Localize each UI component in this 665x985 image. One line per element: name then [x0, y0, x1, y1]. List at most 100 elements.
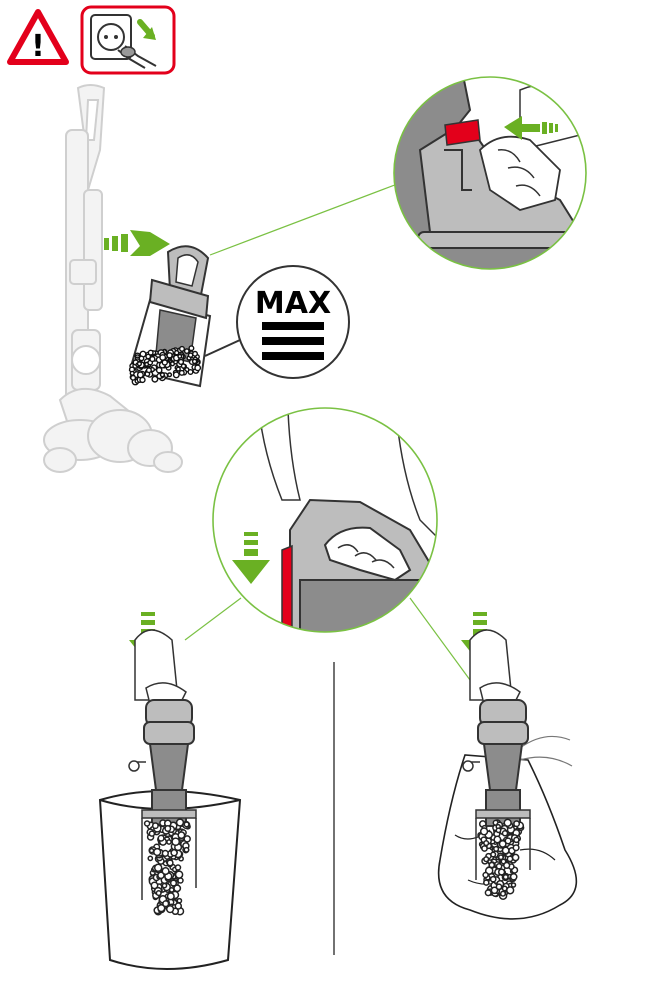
debris-particle [502, 873, 509, 881]
debris-particle [482, 871, 489, 879]
debris-particle [479, 827, 489, 836]
debris-particle [149, 356, 156, 363]
debris-particle [145, 353, 152, 360]
debris-particle [145, 367, 152, 374]
ghost-vacuum-outline [43, 84, 183, 473]
debris-particle [153, 847, 162, 857]
debris-particle [499, 890, 507, 897]
debris-particle [509, 872, 518, 881]
debris-particle [130, 374, 137, 381]
debris-particle [503, 861, 511, 870]
detached-bin [128, 245, 212, 388]
debris-particle [489, 875, 497, 883]
debris-particle [162, 900, 170, 908]
max-line [262, 352, 324, 360]
debris-particle [503, 818, 512, 827]
debris-particle [166, 892, 175, 901]
debris-particle [187, 352, 194, 358]
debris-particle [170, 849, 178, 857]
debris-pile [128, 345, 202, 386]
debris-particle [147, 349, 154, 356]
debris-particle [157, 834, 165, 842]
max-line [262, 322, 324, 330]
step-detach-bin: MAX [104, 182, 401, 388]
debris-particle [183, 835, 191, 843]
debris-particle [177, 358, 185, 366]
hand-holding-bin [134, 629, 187, 705]
debris-particle [176, 897, 183, 904]
debris-particle [183, 821, 190, 828]
debris-particle [165, 904, 175, 914]
debris-particle [175, 366, 181, 372]
debris-particle [138, 355, 145, 362]
debris-particle [483, 840, 490, 847]
debris-particle [155, 890, 162, 897]
debris-particle [143, 820, 151, 827]
debris-particle [188, 345, 195, 352]
debris-particle [501, 830, 509, 837]
debris-particle [497, 854, 504, 861]
debris-particle [161, 867, 170, 876]
debris-particle [151, 375, 159, 383]
debris-particle [495, 862, 503, 870]
max-line [262, 337, 324, 345]
cyclone-bin [462, 699, 531, 880]
debris-particle [166, 839, 172, 845]
debris-particle [183, 348, 190, 354]
debris-particle [506, 886, 515, 895]
debris-particle [501, 885, 508, 892]
debris-particle [497, 868, 506, 876]
debris-particle [490, 851, 497, 858]
debris-particle [136, 361, 142, 367]
debris-particle [147, 855, 154, 862]
debris-falling [477, 818, 525, 900]
debris-particle [129, 370, 135, 376]
debris-particle [173, 884, 182, 893]
debris-particle [177, 831, 186, 840]
unplug-power-icon [80, 5, 176, 75]
debris-particle [493, 845, 500, 852]
debris-particle [148, 830, 156, 837]
debris-particle [161, 849, 169, 858]
debris-particle [172, 371, 180, 379]
debris-particle [481, 845, 488, 852]
detail-circle-release-button [393, 76, 587, 270]
warning-triangle-icon: ! [7, 9, 69, 65]
debris-particle [166, 352, 173, 359]
debris-particle [157, 903, 166, 913]
debris-particle [166, 859, 174, 867]
debris-particle [180, 363, 187, 369]
debris-particle [148, 847, 155, 854]
debris-particle [504, 837, 512, 845]
debris-particle [191, 358, 198, 365]
debris-particle [153, 863, 163, 873]
debris-particle [493, 835, 502, 844]
debris-particle [501, 846, 510, 855]
debris-particle [187, 369, 194, 376]
max-level-badge: MAX [204, 265, 350, 379]
debris-particle [484, 889, 492, 897]
debris-particle [513, 820, 521, 828]
debris-particle [511, 853, 520, 862]
debris-particle [159, 372, 165, 378]
debris-particle [183, 846, 190, 853]
debris-particle [488, 861, 496, 869]
debris-particle [139, 376, 146, 384]
debris-particle [177, 353, 183, 359]
debris-particle [506, 855, 514, 863]
debris-particle [151, 822, 159, 830]
debris-particle [495, 883, 503, 891]
debris-particle [513, 836, 520, 844]
debris-particle [512, 844, 520, 852]
debris-particle [174, 864, 182, 871]
step-empty-into-bag [437, 612, 578, 920]
debris-falling [143, 818, 191, 916]
debris-particle [150, 881, 159, 890]
debris-particle [178, 345, 185, 352]
debris-particle [161, 359, 169, 366]
step-empty-into-bin [98, 612, 242, 970]
debris-particle [174, 870, 184, 879]
green-arrow-down-icon [232, 532, 270, 584]
debris-particle [498, 839, 507, 848]
